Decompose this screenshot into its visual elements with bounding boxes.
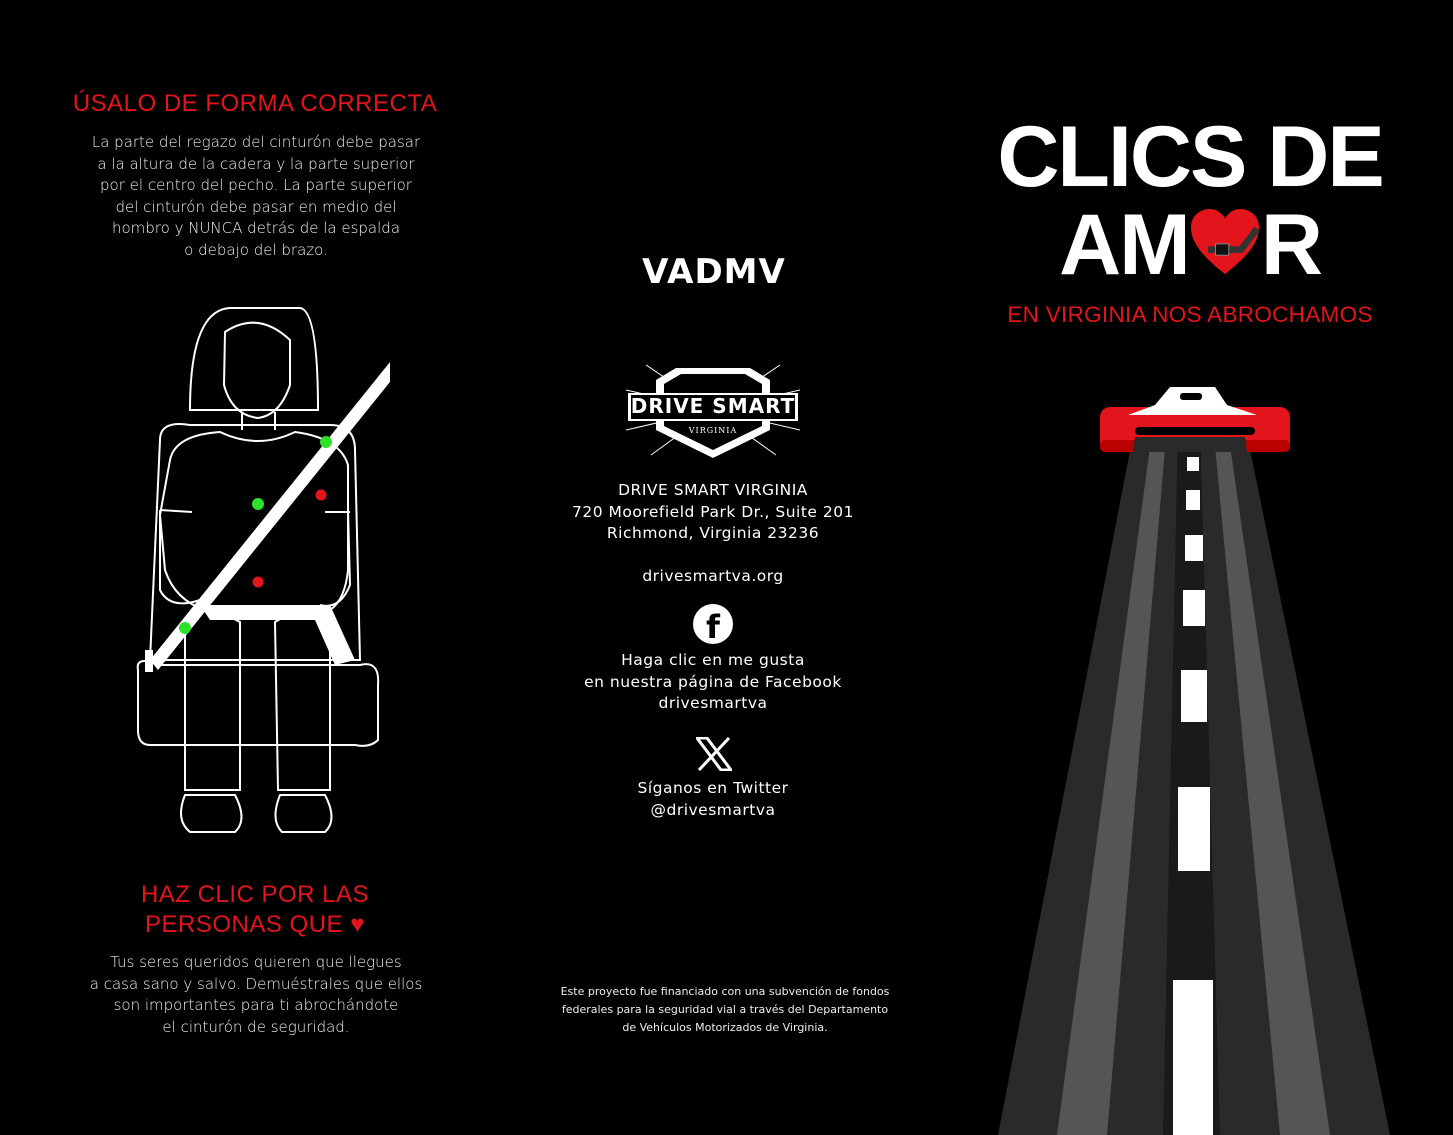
vadmv-logo: VADMV [642,252,786,292]
heading2-line2: PERSONAS QUE [145,911,344,938]
tagline: EN VIRGINIA NOS ABROCHAMOS [1007,302,1373,327]
address-line1: 720 Moorefield Park Dr., Suite 201 [572,502,854,521]
loved-ones-text: Tus seres queridos quieren que llegues a… [89,953,423,1036]
drive-smart-logo-sub: VIRGINIA [688,426,738,435]
website-link[interactable]: drivesmartva.org [642,566,784,585]
lane-dashes [1173,435,1213,1135]
heart-seatbelt-icon [1190,208,1260,275]
title-line2-a: AM [1059,197,1191,293]
heading2-line1: HAZ CLIC POR LAS [140,881,370,908]
facebook-text: Haga clic en me gusta en nuestra página … [584,651,842,712]
org-name: DRIVE SMART VIRGINIA [618,481,808,499]
title-line1: CLICS DE [997,109,1384,205]
heading-use-correctly: ÚSALO DE FORMA CORRECTA [72,90,438,117]
twitter-text: Síganos en Twitter @drivesmartva [637,779,789,819]
heart-icon: ♥ [350,911,365,938]
road-buckle-illustration [998,387,1390,1135]
address-line2: Richmond, Virginia 23236 [606,524,820,542]
seatbelt-instructions: La parte del regazo del cinturón debe pa… [91,133,421,259]
drive-smart-logo: DRIVE SMART VIRGINIA [626,360,800,460]
correct-position-dots [179,436,332,634]
heading-click-for-loved-ones: HAZ CLIC POR LAS PERSONAS QUE ♥ [60,880,450,940]
funding-note: Este proyecto fue financiado con una sub… [560,985,890,1034]
x-twitter-icon[interactable] [696,737,732,771]
drive-smart-logo-text: DRIVE SMART [630,394,796,418]
seated-person-illustration [136,307,390,833]
title-line2-b: R [1260,197,1323,293]
contact-block: DRIVE SMART VIRGINIA 720 Moorefield Park… [540,480,886,587]
facebook-icon[interactable]: f [693,604,733,644]
